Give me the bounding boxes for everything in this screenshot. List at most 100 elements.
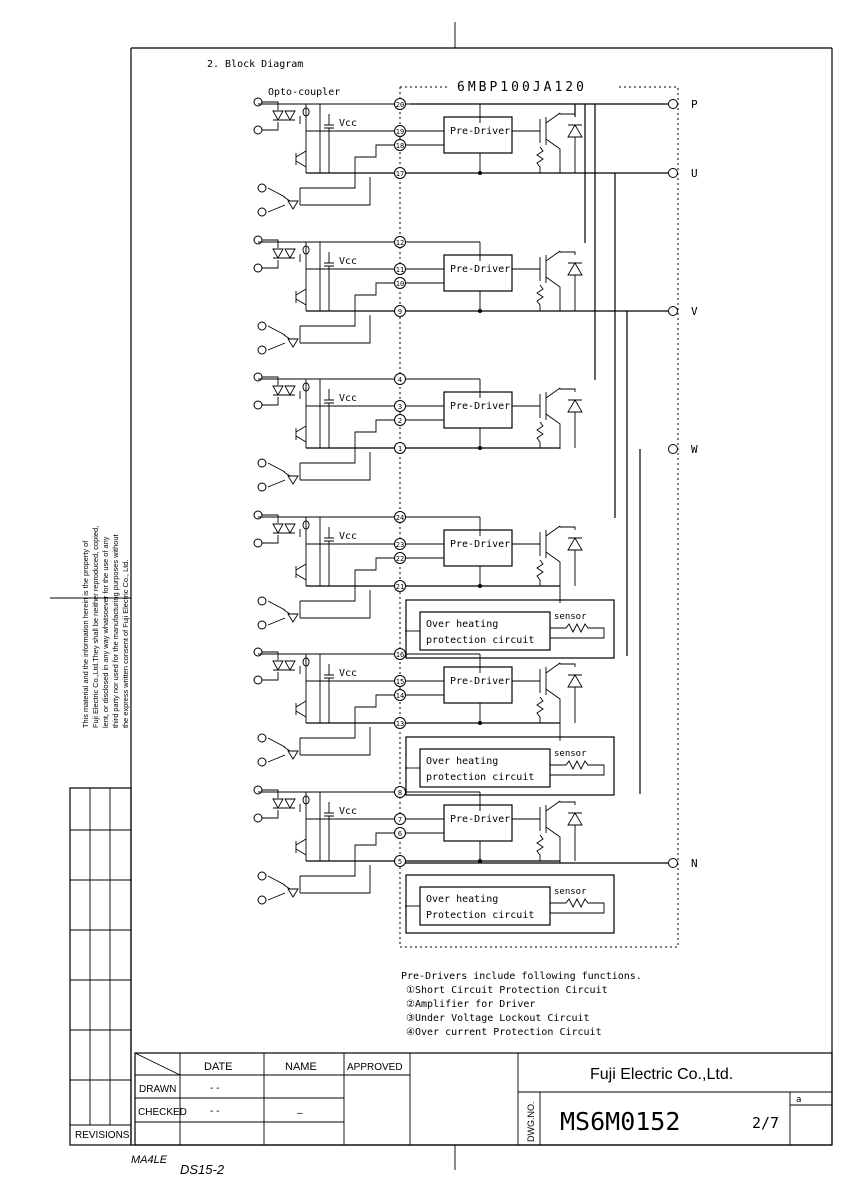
- photo-diode-symbol: [284, 110, 296, 121]
- pin-number: 10: [396, 280, 404, 288]
- led-symbol: [272, 248, 284, 259]
- side-notice-line-1: This material and the information herein…: [81, 540, 90, 728]
- fault-led-symbol: [287, 613, 299, 623]
- pin-number: 13: [396, 720, 404, 728]
- igbt-symbol: [539, 250, 561, 311]
- fault-terminal: [257, 183, 267, 193]
- opto-output-symbol: [299, 245, 310, 262]
- pre-driver-label: Pre-Driver: [450, 539, 510, 550]
- fault-led-symbol: [287, 888, 299, 898]
- terminal-u-label: U: [691, 167, 698, 180]
- pin-number: 12: [396, 239, 404, 247]
- igbt-symbol: [539, 662, 561, 723]
- thermistor-symbol: [550, 897, 605, 914]
- terminal-n-label: N: [691, 857, 698, 870]
- pin-number: 19: [396, 128, 404, 136]
- revision-mark: a: [796, 1095, 801, 1105]
- opto-transistor-symbol: [295, 563, 307, 581]
- sense-resistor-symbol: [536, 696, 544, 723]
- freewheel-diode-symbol: [567, 262, 583, 276]
- fault-terminal: [257, 207, 267, 217]
- input-terminal: [253, 263, 263, 273]
- pin-number: 7: [398, 816, 402, 824]
- checked-name: –: [297, 1108, 303, 1119]
- igbt-symbol: [539, 800, 561, 861]
- led-symbol: [272, 110, 284, 121]
- pin-number: 9: [398, 308, 402, 316]
- terminal-v-label: V: [691, 305, 698, 318]
- title-block: DATE NAME APPROVED DRAWN CHECKED - - - -…: [134, 1052, 833, 1146]
- revisions-label: REVISIONS: [75, 1130, 130, 1141]
- freewheel-diode-symbol: [567, 399, 583, 413]
- pin-number: 6: [398, 830, 402, 838]
- fault-terminal: [257, 733, 267, 743]
- overheat-block: [405, 599, 615, 659]
- igbt-symbol: [539, 525, 561, 586]
- section-title: 2. Block Diagram: [207, 59, 303, 70]
- pin-number: 11: [396, 266, 404, 274]
- drawn-date: - -: [210, 1083, 219, 1094]
- notes-item-4: ④Over current Protection Circuit: [406, 1027, 602, 1038]
- approved-header: APPROVED: [347, 1062, 403, 1073]
- vcc-label: Vcc: [339, 806, 357, 817]
- checked-label: CHECKED: [138, 1107, 187, 1118]
- vcc-label: Vcc: [339, 668, 357, 679]
- vcc-label: Vcc: [339, 256, 357, 267]
- opto-output-symbol: [299, 657, 310, 674]
- fault-led-symbol: [287, 475, 299, 485]
- opto-output-symbol: [299, 382, 310, 399]
- module-name: 6MBP100JA120: [457, 80, 587, 95]
- terminals: P U V W N: [668, 98, 698, 870]
- pre-driver-label: Pre-Driver: [450, 676, 510, 687]
- input-terminal: [253, 675, 263, 685]
- company-name: Fuji Electric Co.,Ltd.: [590, 1066, 733, 1083]
- opto-transistor-symbol: [295, 150, 307, 168]
- pin-number: 3: [398, 403, 402, 411]
- pin-number: 24: [396, 514, 404, 522]
- opto-output-symbol: [299, 107, 310, 124]
- overheat-line-1: Over heating: [426, 756, 498, 767]
- side-notice-line-5: the express written consent of Fuji Elec…: [121, 560, 130, 728]
- pin-number: 15: [396, 678, 404, 686]
- photo-diode-symbol: [284, 660, 296, 671]
- capacitor-symbol: [324, 389, 334, 448]
- input-terminal: [253, 647, 263, 657]
- overheat-line-1: Over heating: [426, 894, 498, 905]
- overheat-line-2: Protection circuit: [426, 910, 534, 921]
- pre-driver-box: [443, 116, 513, 154]
- terminal-p-circle: [668, 99, 678, 109]
- sheet-number: 2/7: [752, 1114, 779, 1132]
- pin-number: 20: [396, 101, 404, 109]
- pin-number: 16: [396, 651, 404, 659]
- sense-resistor-symbol: [536, 284, 544, 311]
- side-notice-line-3: lent, or disclosed in any way whatsoever…: [101, 536, 110, 728]
- handwritten-note-1: MA4LE: [131, 1154, 168, 1166]
- input-terminal: [253, 538, 263, 548]
- capacitor-symbol: [324, 114, 334, 173]
- vcc-label: Vcc: [339, 531, 357, 542]
- sensor-label: sensor: [554, 887, 587, 897]
- input-terminal: [253, 235, 263, 245]
- fault-terminal: [257, 482, 267, 492]
- igbt-symbol: [539, 112, 561, 173]
- terminal-p-label: P: [691, 98, 698, 111]
- fault-terminal: [257, 757, 267, 767]
- sense-resistor-symbol: [536, 834, 544, 861]
- thermistor-symbol: [550, 622, 605, 639]
- fault-terminal: [257, 596, 267, 606]
- channels: Vcc20191817Pre-DriverVcc1211109Pre-Drive…: [253, 97, 668, 934]
- sensor-label: sensor: [554, 612, 587, 622]
- opto-transistor-symbol: [295, 838, 307, 856]
- notes-item-3: ③Under Voltage Lockout Circuit: [406, 1013, 590, 1024]
- pre-driver-box: [443, 666, 513, 704]
- fault-led-symbol: [287, 200, 299, 210]
- freewheel-diode-symbol: [567, 124, 583, 138]
- opto-output-symbol: [299, 795, 310, 812]
- vcc-label: Vcc: [339, 393, 357, 404]
- overheat-line-2: protection circuit: [426, 772, 534, 783]
- notes-item-2: ②Amplifier for Driver: [406, 999, 535, 1010]
- input-terminal: [253, 97, 263, 107]
